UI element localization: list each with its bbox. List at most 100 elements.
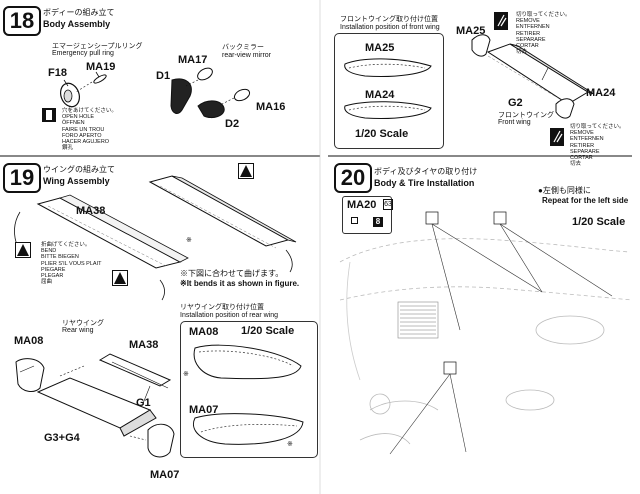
part-ma24: MA24 xyxy=(586,87,616,99)
step-18-title-jp: ボディーの組み立て xyxy=(43,8,115,17)
front-wing-outline xyxy=(344,58,432,119)
hole-note-line: FORO APERTO xyxy=(62,132,102,139)
hole-note-line: HACER AGUJERO xyxy=(62,139,110,146)
bend-icon xyxy=(15,242,31,258)
step-20-scale: 1/20 Scale xyxy=(572,216,626,228)
front-wing-pos-jp: フロントウイング取り付け位置 xyxy=(340,16,438,23)
step-20-number: 20 xyxy=(334,163,372,193)
front-wing-position-box: MA25 MA24 1/20 Scale xyxy=(334,33,444,149)
remove-note-bottom: 切り取ってください。 REMOVE ENTFERNEN RETIRER SEPA… xyxy=(570,124,625,167)
part-ma17: MA17 xyxy=(178,54,208,66)
drill-hole-icon xyxy=(42,108,56,122)
step-20-title-en: Body & Tire Installation xyxy=(374,178,475,188)
part-ma38: MA38 xyxy=(129,339,159,351)
part-ma19: MA19 xyxy=(86,61,116,73)
step-20-title-jp: ボディ及びタイヤの取り付け xyxy=(374,167,478,176)
remove-note-top: 切り取ってください。 REMOVE ENTFERNEN RETIRER SEPA… xyxy=(516,12,571,55)
step-18-title-en: Body Assembly xyxy=(43,19,111,29)
step-19-title-en: Wing Assembly xyxy=(43,176,110,186)
part-ma07: MA07 xyxy=(150,469,180,481)
part-g1: G1 xyxy=(136,397,151,409)
part-ma08: MA08 xyxy=(14,335,44,347)
remove-note-line: ENTFERNEN xyxy=(516,24,550,31)
hole-note-line: FAIRE UN TROU xyxy=(62,126,105,133)
bend-note-line: PIEGARE xyxy=(41,266,66,273)
rear-wing-label-jp: リヤウイング xyxy=(62,320,104,327)
asterisk-mark: ※ xyxy=(287,441,293,448)
hole-note-line: 鑽孔 xyxy=(62,145,74,152)
fig-note-jp: ※下図に合わせて曲げます。 xyxy=(180,269,284,278)
cut-icon xyxy=(494,12,508,30)
bend-note-line: 屈曲 xyxy=(41,279,53,286)
box-scale: 1/20 Scale xyxy=(241,325,295,337)
remove-note-line: SEPARARE xyxy=(570,148,600,155)
part-d2: D2 xyxy=(225,118,240,130)
rear-wing-pos-jp: リヤウイング取り付け位置 xyxy=(180,304,264,311)
bend-note-line: BITTE BIEGEN xyxy=(41,254,79,261)
cut-icon xyxy=(550,128,564,146)
remove-note-line: ENTFERNEN xyxy=(570,136,604,143)
front-wing-drawing xyxy=(328,34,633,455)
repeat-note-en: Repeat for the left side xyxy=(542,196,629,205)
step-18-number: 18 xyxy=(3,6,41,36)
bend-icon xyxy=(112,270,128,286)
rear-wing-pos-en: Installation position of rear wing xyxy=(180,312,279,319)
part-ma16: MA16 xyxy=(256,101,286,113)
part-ma38-top: MA38 xyxy=(76,205,106,217)
mirror-label-en: rear-view mirror xyxy=(222,52,271,59)
badge-square-icon xyxy=(351,217,358,224)
box-ma07: MA07 xyxy=(189,404,219,416)
right-page: フロントウイング取り付け位置 Installation position of … xyxy=(320,0,640,494)
pull-ring-label-jp: エマージェンシープルリング xyxy=(52,43,143,50)
bend-note-line: PLEGAR xyxy=(41,273,64,280)
fig-note-en: ※It bends it as shown in figure. xyxy=(180,279,300,288)
remove-note-line: RETIRER xyxy=(570,142,595,149)
asterisk-mark: ※ xyxy=(183,371,189,378)
step-19-title-jp: ウイングの組み立て xyxy=(43,165,115,174)
asterisk-mark: ※ xyxy=(186,237,192,244)
box-ma25: MA25 xyxy=(365,42,395,54)
bend-note: 折曲げてください。 BEND BITTE BIEGEN PLIER S'IL V… xyxy=(41,242,101,285)
remove-note-line: 切り取ってください。 xyxy=(516,12,571,18)
remove-note-line: 切り取ってください。 xyxy=(570,124,625,130)
left-page: 18 ボディーの組み立て Body Assembly エマージェンシープルリング… xyxy=(0,0,321,494)
remove-note-line: 切去 xyxy=(516,49,528,56)
box-scale: 1/20 Scale xyxy=(355,128,409,140)
ma20-label: MA20 xyxy=(347,199,377,211)
hole-note-line: 穴をあけてください。 xyxy=(62,108,117,114)
remove-note-line: REMOVE xyxy=(516,18,540,25)
remove-note-line: 切去 xyxy=(570,161,582,168)
mirror-label-jp: バックミラー xyxy=(222,44,264,51)
remove-note-line: CORTAR xyxy=(516,43,539,50)
part-g2: G2 xyxy=(508,97,523,109)
front-wing-pos-en: Installation position of front wing xyxy=(340,24,440,31)
badge-count: 63 xyxy=(383,199,393,210)
repeat-note-jp: ●左側も同様に xyxy=(538,186,591,195)
bend-note-line: 折曲げてください。 xyxy=(41,242,91,248)
rear-wing-position-box: MA08 1/20 Scale MA07 ※ ※ xyxy=(180,321,318,458)
hole-note: 穴をあけてください。 OPEN HOLE ÖFFNEN FAIRE UN TRO… xyxy=(62,108,117,151)
bend-note-line: PLIER S'IL VOUS PLAIT xyxy=(41,260,102,267)
remove-note-line: SEPARARE xyxy=(516,36,546,43)
step-19-drawing xyxy=(14,0,321,494)
remove-note-line: REMOVE xyxy=(570,130,594,137)
front-wing-label-jp: フロントウイング xyxy=(498,112,554,119)
step-19-number: 19 xyxy=(3,163,41,193)
remove-note-line: RETIRER xyxy=(516,30,541,37)
hole-note-line: ÖFFNEN xyxy=(62,120,85,127)
bend-note-line: BEND xyxy=(41,248,57,255)
hole-note-line: OPEN HOLE xyxy=(62,114,95,121)
ma20-badge-box: MA20 63 8 xyxy=(342,196,393,234)
box-ma24: MA24 xyxy=(365,89,395,101)
remove-note-line: CORTAR xyxy=(570,155,593,162)
step-18-drawing xyxy=(0,67,320,157)
rear-wing-label-en: Rear wing xyxy=(62,327,94,334)
part-d1: D1 xyxy=(156,70,171,82)
part-g3-g4: G3+G4 xyxy=(44,432,80,444)
bend-icon xyxy=(238,163,254,179)
part-f18: F18 xyxy=(48,67,67,79)
part-ma25: MA25 xyxy=(456,25,486,37)
pull-ring-label-en: Emergency pull ring xyxy=(52,50,114,57)
rear-wing-outline xyxy=(193,344,304,445)
box-ma08: MA08 xyxy=(189,326,219,338)
